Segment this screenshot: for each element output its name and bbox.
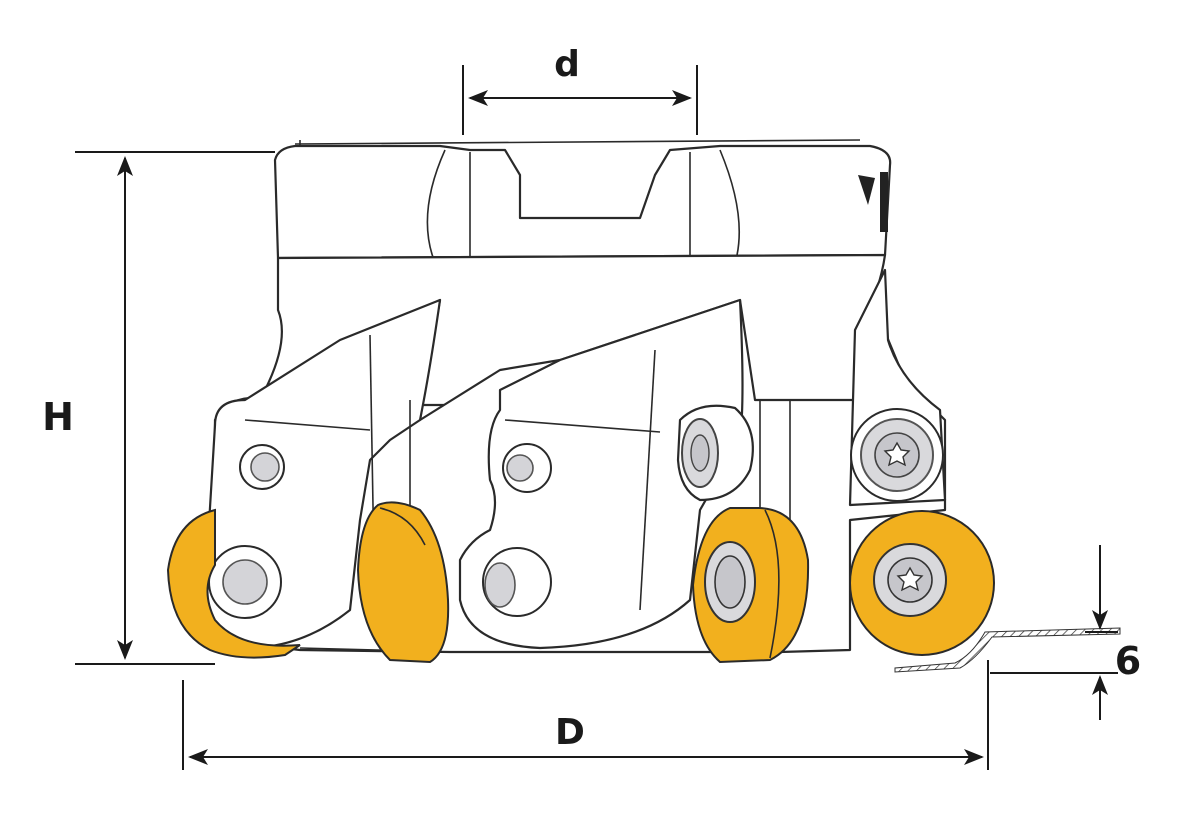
screw-upper-center-right (676, 404, 754, 502)
label-H: H (42, 395, 74, 439)
inserts (166, 501, 995, 664)
label-depth: 6 (1115, 639, 1141, 683)
cutter-body (203, 139, 947, 654)
dimension-H: H (42, 151, 275, 665)
label-d: d (554, 44, 580, 85)
screw-holes (208, 404, 944, 619)
hole-lower-middle (482, 547, 552, 617)
label-D: D (555, 712, 585, 753)
screw-upper-right (850, 408, 944, 502)
hole-upper-left (239, 444, 285, 490)
insert-left (166, 508, 301, 659)
insert-middle-right (691, 507, 810, 664)
dimension-depth: 6 (990, 545, 1141, 720)
dimension-d: d (462, 44, 698, 135)
hole-upper-middle (502, 443, 552, 493)
insert-right (849, 510, 995, 656)
dimension-D: D (182, 660, 989, 770)
hole-lower-left (208, 545, 282, 619)
insert-middle-left (356, 501, 450, 664)
